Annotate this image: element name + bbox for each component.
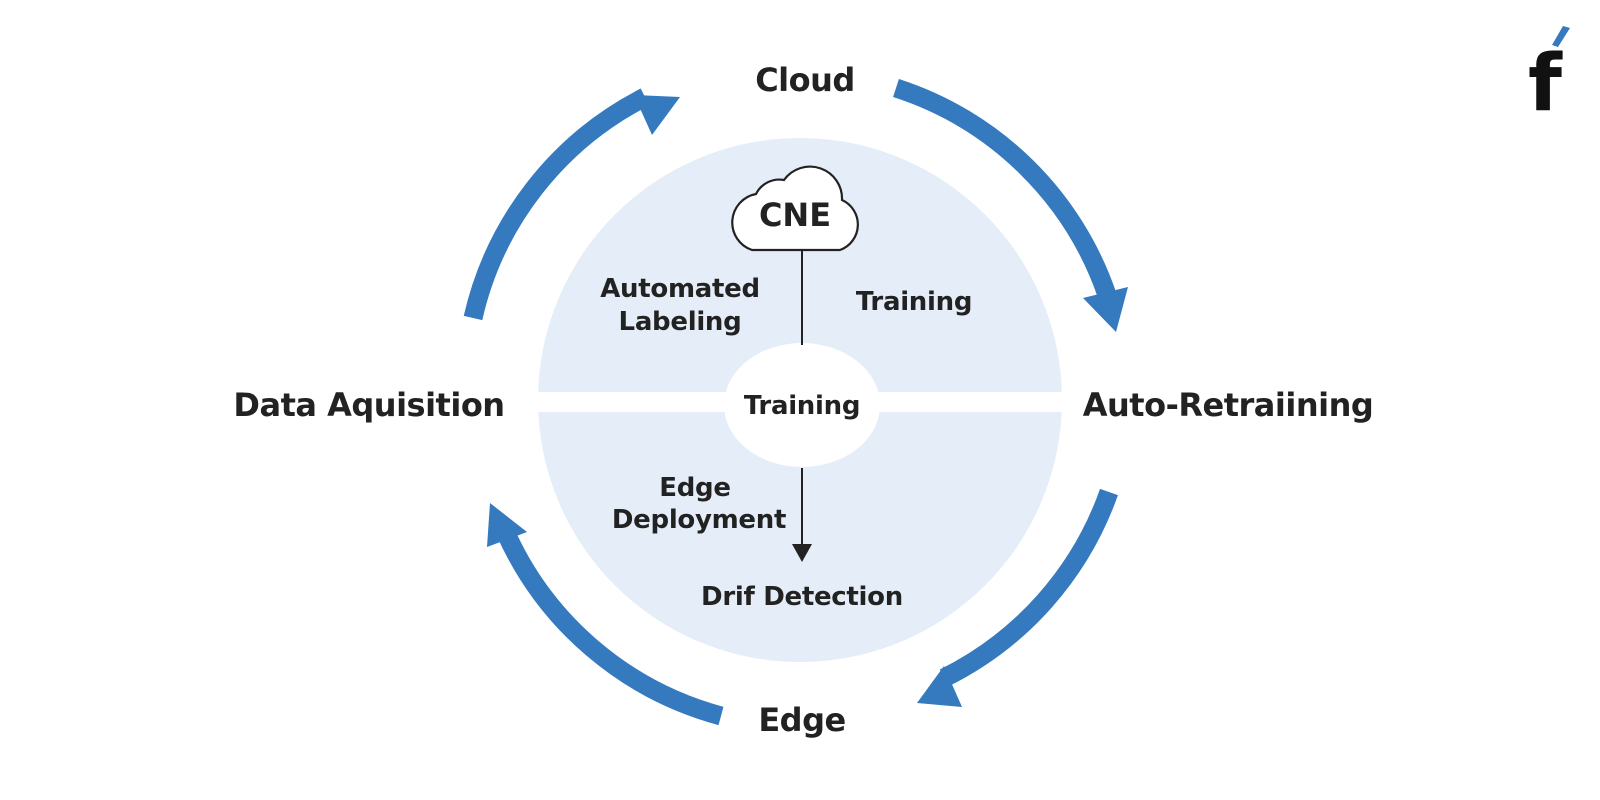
connector-arrowhead — [792, 544, 812, 562]
cloud-label: CNE — [759, 196, 831, 234]
label-data-acquisition: Data Aquisition — [233, 386, 504, 424]
label-cloud: Cloud — [755, 61, 855, 99]
arrow-retraining-to-edge — [939, 488, 1118, 687]
arrow-edge-to-data — [496, 527, 724, 726]
logo-accent-icon — [1552, 26, 1570, 47]
arrow-cloud-to-retraining-head — [1083, 287, 1128, 332]
logo-glyph: f — [1528, 39, 1563, 129]
label-edge: Edge — [758, 701, 845, 739]
center-node — [724, 343, 880, 467]
cycle-arrows — [463, 78, 1128, 726]
arrow-edge-to-data-head — [487, 503, 527, 547]
label-deployment: Deployment — [612, 505, 786, 535]
arrow-cloud-to-retraining — [893, 78, 1116, 299]
label-training-upper: Training — [856, 287, 972, 317]
label-auto-retraining: Auto-Retraiining — [1083, 386, 1374, 424]
arrow-data-to-cloud-head — [634, 95, 680, 135]
label-labeling: Labeling — [619, 307, 742, 337]
arrow-data-to-cloud — [463, 88, 650, 321]
cloud-icon — [731, 165, 859, 252]
label-automated: Automated — [600, 274, 760, 304]
arrow-retraining-to-edge-head — [917, 666, 962, 707]
label-training-center: Training — [744, 391, 860, 421]
label-edge-line: Edge — [659, 473, 730, 503]
brand-logo: f — [1528, 26, 1570, 129]
label-drift-detection: Drif Detection — [701, 582, 903, 612]
